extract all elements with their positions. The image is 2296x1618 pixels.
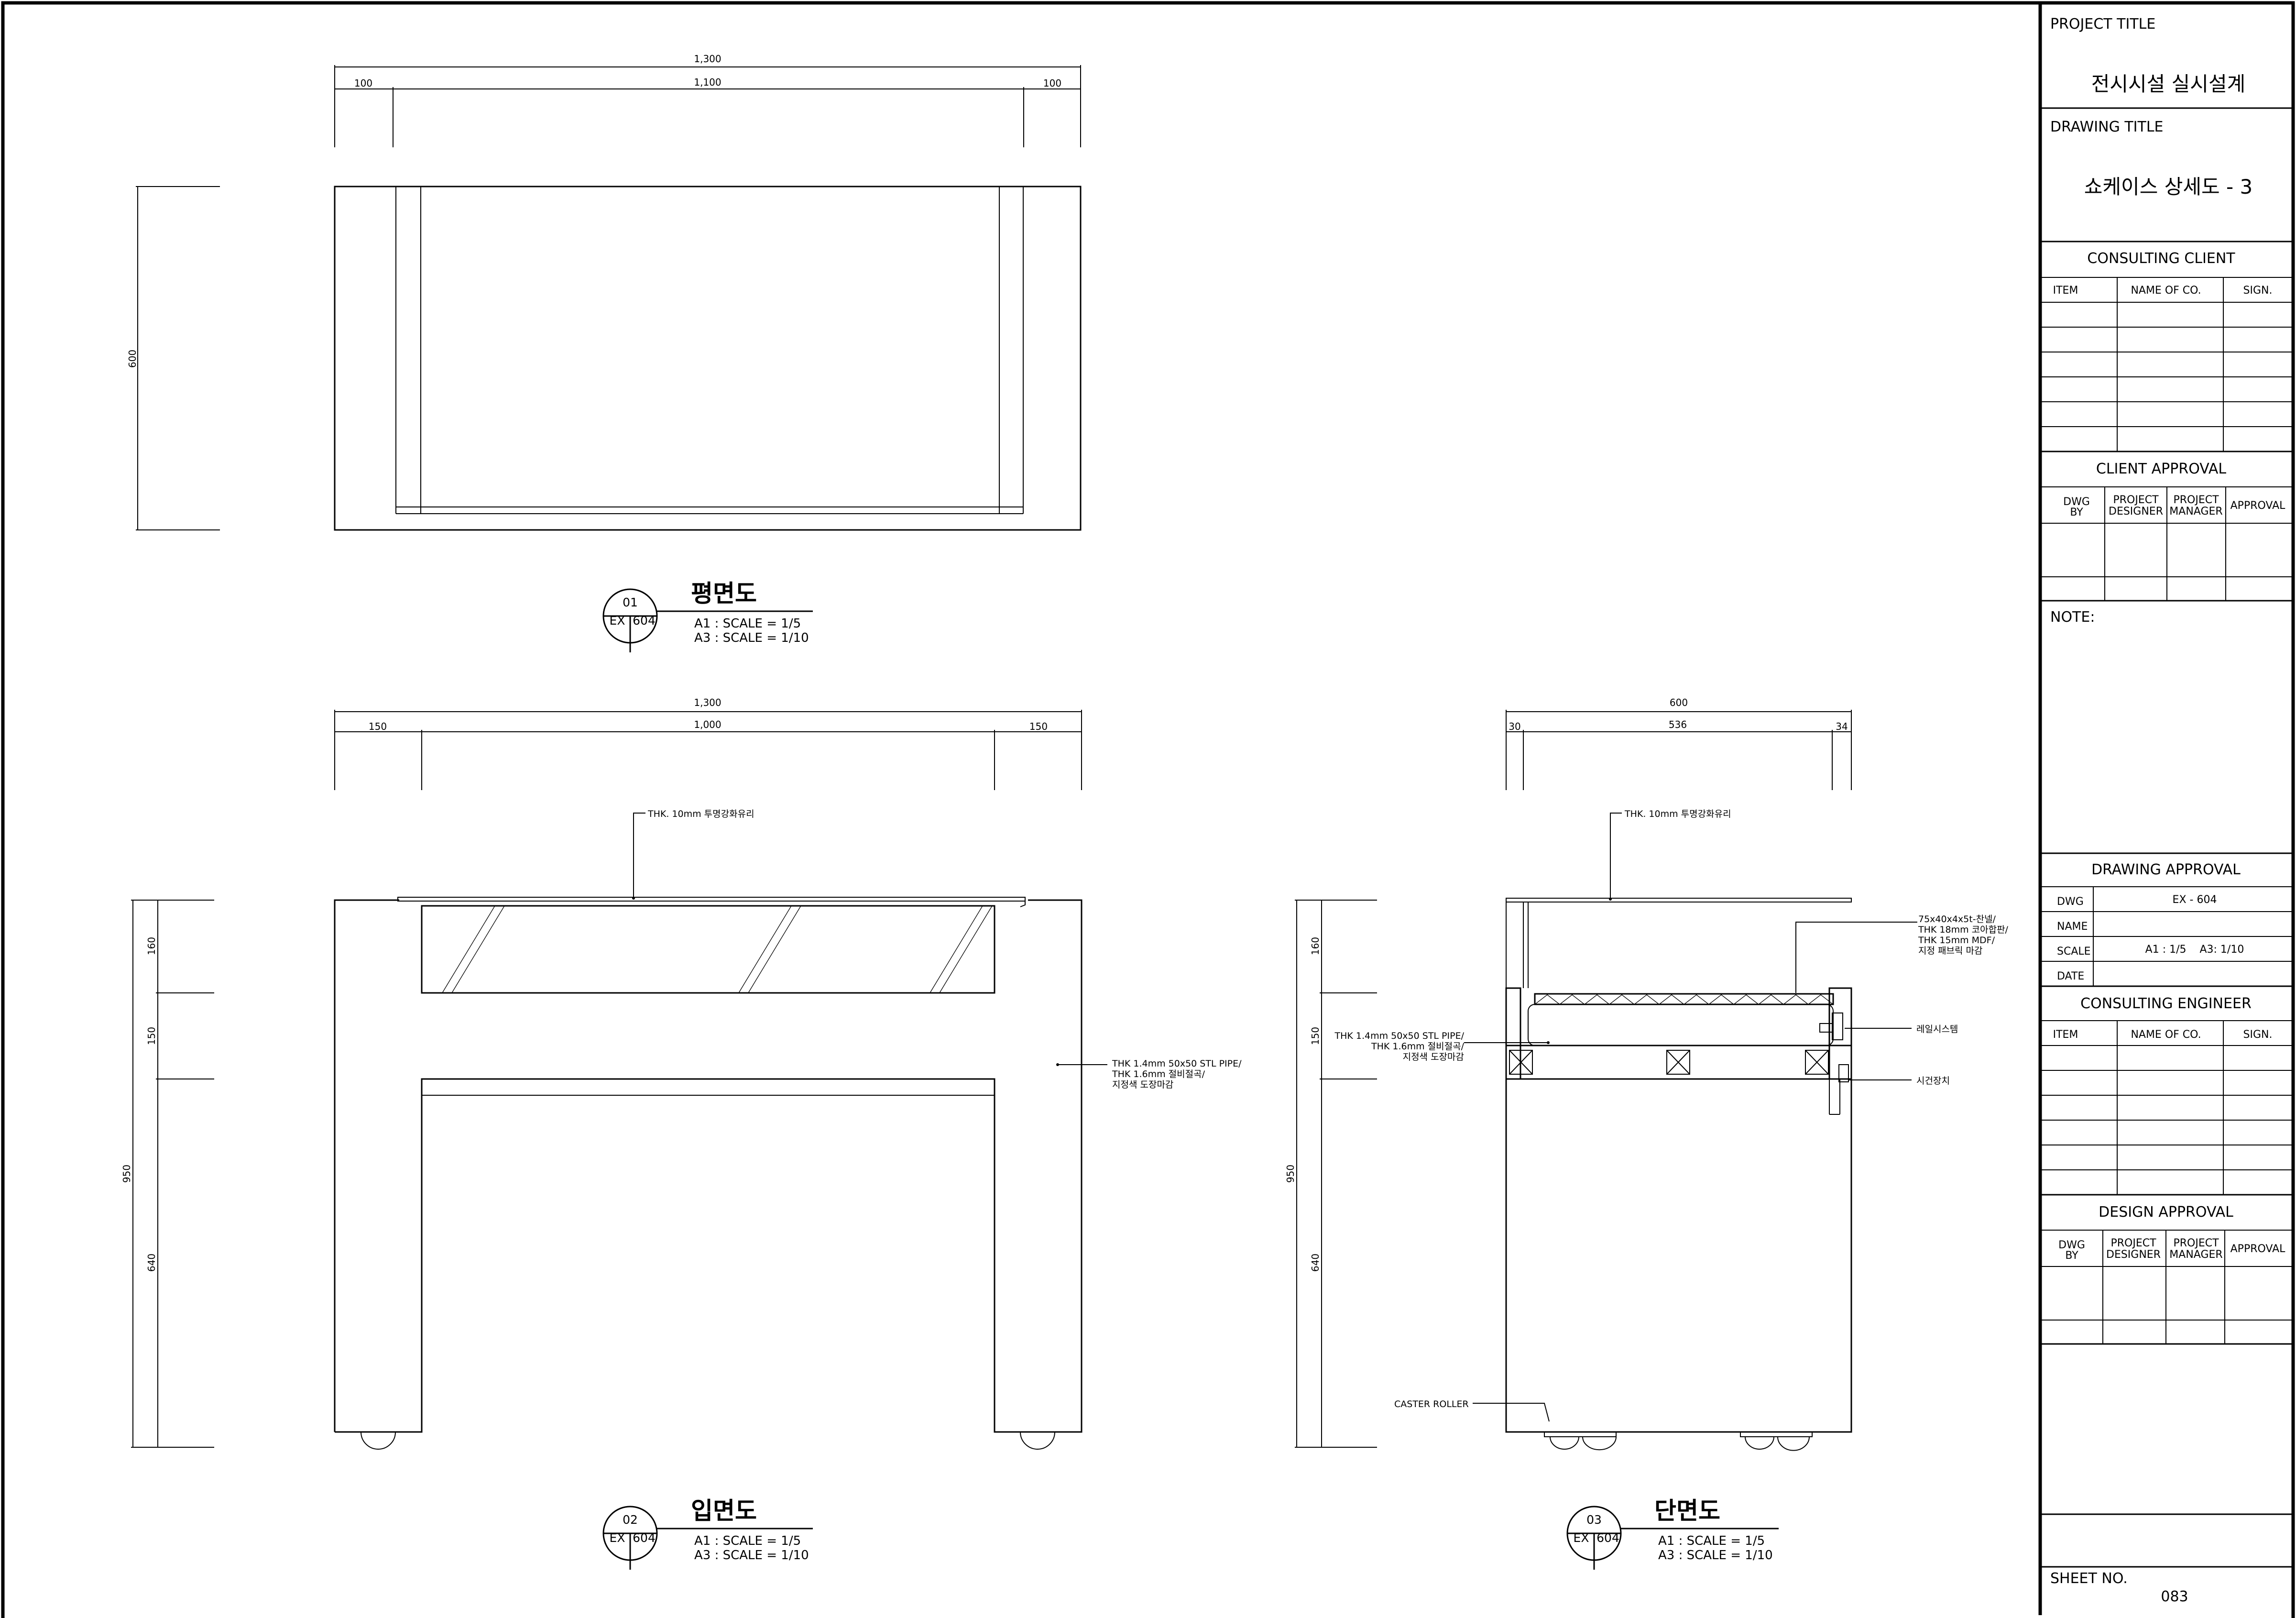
elevation-dim-mid: 1,000 [694, 719, 721, 730]
section-note-lock: 시건장치 [1916, 1076, 1950, 1086]
section-note-frame-2: THK 18mm 코아합판/ [1918, 925, 2009, 935]
section-dim-left: 30 [1509, 721, 1520, 732]
plan-view-scale-a1: A1 : SCALE = 1/5 [694, 616, 801, 631]
elevation-note-pipe-3: 지정색 도장마감 [1112, 1079, 1173, 1090]
client-approval-col-designer-1: PROJECT [2113, 494, 2159, 506]
design-approval-col-by: BY [2065, 1250, 2078, 1262]
consulting-engineer-header: CONSULTING ENGINEER [2080, 995, 2252, 1012]
sheet-no: 083 [2161, 1588, 2188, 1605]
client-approval-col-manager-1: PROJECT [2173, 494, 2219, 506]
elevation-note-pipe-1: THK 1.4mm 50x50 STL PIPE/ [1112, 1058, 1242, 1069]
design-approval-col-manager-2: MANAGER [2169, 1249, 2222, 1261]
sheet-no-label: SHEET NO. [2050, 1570, 2128, 1587]
plan-view: 1,300 100 1,100 100 600 01 EX 604 평면도 A1… [127, 53, 1082, 652]
consulting-engineer-col-sign: SIGN. [2243, 1029, 2273, 1041]
elevation-dim-height-top: 160 [146, 937, 157, 955]
design-approval-col-designer-2: DESIGNER [2106, 1249, 2161, 1261]
consulting-engineer-col-name: NAME OF CO. [2131, 1029, 2201, 1041]
title-block: PROJECT TITLE 전시시설 실시설계 DRAWING TITLE 쇼케… [2038, 3, 2293, 1615]
drawing-approval-scale-value: A1 : 1/5 A3: 1/10 [2145, 944, 2244, 956]
elevation-view: 1,300 150 1,000 150 950 160 150 640 [121, 697, 1242, 1570]
design-approval-col-approval: APPROVAL [2230, 1243, 2285, 1255]
design-approval-col-dwg: DWG [2058, 1239, 2085, 1251]
section-dim-mid: 536 [1669, 719, 1687, 730]
plan-dim-mid: 1,100 [694, 77, 721, 88]
elevation-note-pipe-2: THK 1.6mm 절비절곡/ [1112, 1069, 1205, 1079]
plan-view-scale-a3: A3 : SCALE = 1/10 [694, 631, 809, 645]
drawing-approval-header: DRAWING APPROVAL [2091, 861, 2241, 878]
section-view-title: 단면도 [1654, 1497, 1720, 1525]
elevation-dim-height-mid: 150 [146, 1027, 157, 1045]
consulting-client-header: CONSULTING CLIENT [2087, 250, 2235, 267]
section-note-pipe-3: 지정색 도장마감 [1403, 1052, 1464, 1062]
client-approval-col-designer-2: DESIGNER [2109, 506, 2163, 517]
elevation-view-scale-a3: A3 : SCALE = 1/10 [694, 1548, 809, 1563]
project-title: 전시시설 실시설계 [2091, 72, 2245, 96]
client-approval-col-by: BY [2070, 506, 2083, 518]
section-dim-height-top: 160 [1310, 937, 1321, 955]
section-dim-height-mid: 150 [1310, 1027, 1321, 1045]
plan-view-number: 01 [623, 595, 638, 609]
plan-dim-right: 100 [1043, 77, 1061, 89]
plan-dim-depth: 600 [127, 350, 138, 368]
consulting-client-col-item: ITEM [2053, 285, 2078, 297]
section-note-pipe-1: THK 1.4mm 50x50 STL PIPE/ [1334, 1031, 1464, 1041]
drawing-title-label: DRAWING TITLE [2050, 119, 2164, 135]
elevation-view-number: 02 [623, 1513, 638, 1527]
client-approval-header: CLIENT APPROVAL [2096, 461, 2227, 477]
section-note-pipe-2: THK 1.6mm 절비절곡/ [1371, 1041, 1465, 1052]
elevation-dim-total: 1,300 [694, 697, 721, 708]
section-dim-height-bottom: 640 [1310, 1254, 1321, 1272]
drawing-approval-date-label: DATE [2057, 970, 2084, 982]
elevation-dim-left: 150 [369, 721, 387, 732]
section-note-frame-3: THK 15mm MDF/ [1918, 935, 1995, 946]
client-approval-col-manager-2: MANAGER [2169, 506, 2222, 517]
drawing-approval-dwg-label: DWG [2057, 896, 2084, 908]
client-approval-col-dwg: DWG [2063, 496, 2090, 508]
section-view-scale-a1: A1 : SCALE = 1/5 [1658, 1534, 1765, 1548]
client-approval-col-approval: APPROVAL [2230, 500, 2285, 512]
section-note-rail: 레일시스템 [1916, 1024, 1958, 1035]
section-view-number: 03 [1586, 1513, 1602, 1527]
section-dim-height-total: 950 [1285, 1165, 1296, 1183]
section-dim-right: 34 [1836, 721, 1848, 732]
section-view-ref-code: EX [1574, 1531, 1589, 1545]
plan-view-ref-code: EX [610, 614, 625, 627]
elevation-view-ref-sheet: 604 [633, 1531, 656, 1545]
elevation-view-title: 입면도 [691, 1497, 757, 1525]
drawing-approval-dwg-value: EX - 604 [2173, 894, 2217, 906]
elevation-note-glass: THK. 10mm 투명강화유리 [647, 809, 754, 819]
consulting-client-col-sign: SIGN. [2243, 285, 2273, 297]
plan-view-title: 평면도 [691, 580, 757, 607]
note-label: NOTE: [2050, 609, 2095, 626]
section-note-frame-1: 75x40x4x5t-찬넬/ [1918, 914, 1996, 925]
elevation-view-scale-a1: A1 : SCALE = 1/5 [694, 1534, 801, 1548]
elevation-dim-height-total: 950 [121, 1165, 132, 1183]
plan-dim-left: 100 [354, 77, 372, 89]
section-view-ref-sheet: 604 [1596, 1531, 1619, 1545]
section-note-frame-4: 지정 패브릭 마감 [1918, 946, 1982, 956]
elevation-dim-height-bottom: 640 [146, 1254, 157, 1272]
drawing-approval-scale-label: SCALE [2057, 946, 2091, 958]
design-approval-header: DESIGN APPROVAL [2099, 1204, 2233, 1221]
project-title-label: PROJECT TITLE [2050, 16, 2155, 33]
drawing-title: 쇼케이스 상세도 - 3 [2084, 175, 2252, 198]
section-dim-total: 600 [1670, 697, 1688, 708]
elevation-view-ref-code: EX [610, 1531, 625, 1545]
elevation-dim-right: 150 [1029, 721, 1048, 732]
section-note-caster: CASTER ROLLER [1394, 1399, 1469, 1409]
plan-view-ref-sheet: 604 [633, 614, 656, 627]
drawing-approval-name-label: NAME [2057, 921, 2088, 933]
section-view-scale-a3: A3 : SCALE = 1/10 [1658, 1548, 1773, 1563]
section-note-glass: THK. 10mm 투명강화유리 [1624, 809, 1731, 819]
consulting-client-col-name: NAME OF CO. [2131, 285, 2201, 297]
section-view: 600 30 536 34 950 160 150 640 [1285, 697, 2009, 1570]
design-approval-col-manager-1: PROJECT [2173, 1237, 2219, 1249]
plan-dim-total: 1,300 [694, 53, 721, 65]
consulting-engineer-col-item: ITEM [2053, 1029, 2078, 1041]
design-approval-col-designer-1: PROJECT [2110, 1237, 2156, 1249]
